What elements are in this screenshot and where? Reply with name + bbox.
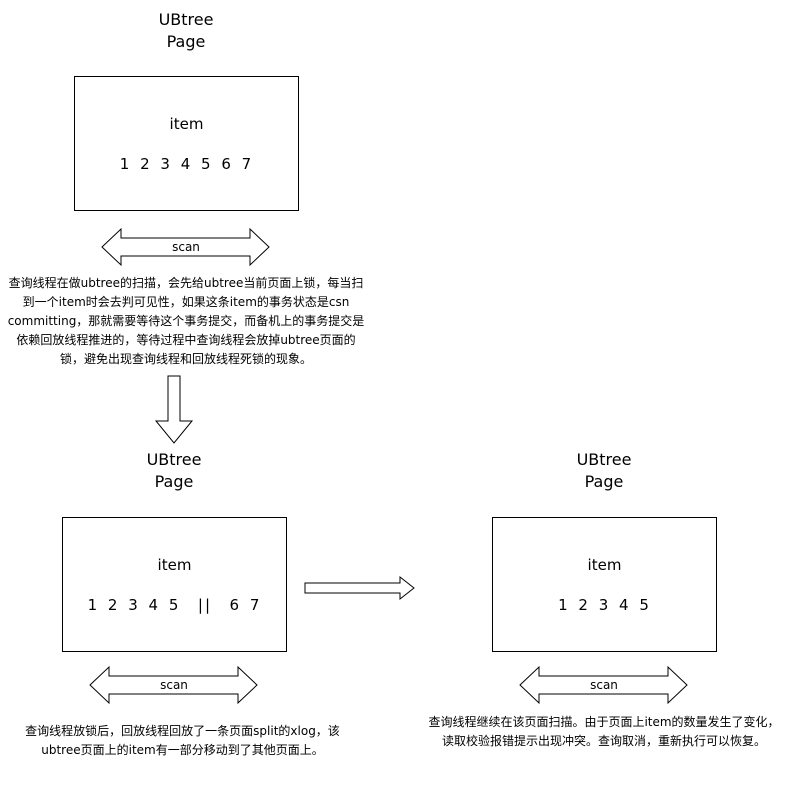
page1-title: UBtree Page	[158, 10, 214, 51]
page2-item-label: item	[157, 556, 192, 574]
page2-scan-arrow	[89, 665, 258, 705]
right-arrow	[304, 575, 415, 601]
page1-description: 查询线程在做ubtree的扫描，会先给ubtree当前页面上锁，每当扫到一个it…	[7, 276, 365, 366]
page3-title: UBtree Page	[576, 450, 632, 491]
page3-numbers: 1 2 3 4 5	[558, 596, 651, 614]
page3-scan-arrow	[519, 665, 688, 705]
page3-scan-label: scan	[590, 678, 618, 692]
page2-scan-label: scan	[160, 678, 188, 692]
page1-numbers: 1 2 3 4 5 6 7	[119, 155, 254, 173]
page3-item-label: item	[587, 556, 622, 574]
page2-description: 查询线程放锁后，回放线程回放了一条页面split的xlog，该ubtree页面上…	[25, 724, 340, 757]
page1-item-label: item	[169, 115, 204, 133]
page1-box: item 1 2 3 4 5 6 7	[74, 76, 299, 211]
page2-title: UBtree Page	[146, 450, 202, 491]
page1-scan-arrow	[101, 227, 270, 267]
down-arrow	[154, 375, 194, 444]
page2-box: item 1 2 3 4 5 || 6 7	[62, 517, 287, 652]
page1-scan-label: scan	[172, 240, 200, 254]
page2-numbers: 1 2 3 4 5 || 6 7	[87, 596, 262, 614]
page3-description: 查询线程继续在该页面扫描。由于页面上item的数量发生了变化，读取校验报错提示出…	[428, 715, 780, 748]
page3-box: item 1 2 3 4 5	[492, 517, 717, 652]
